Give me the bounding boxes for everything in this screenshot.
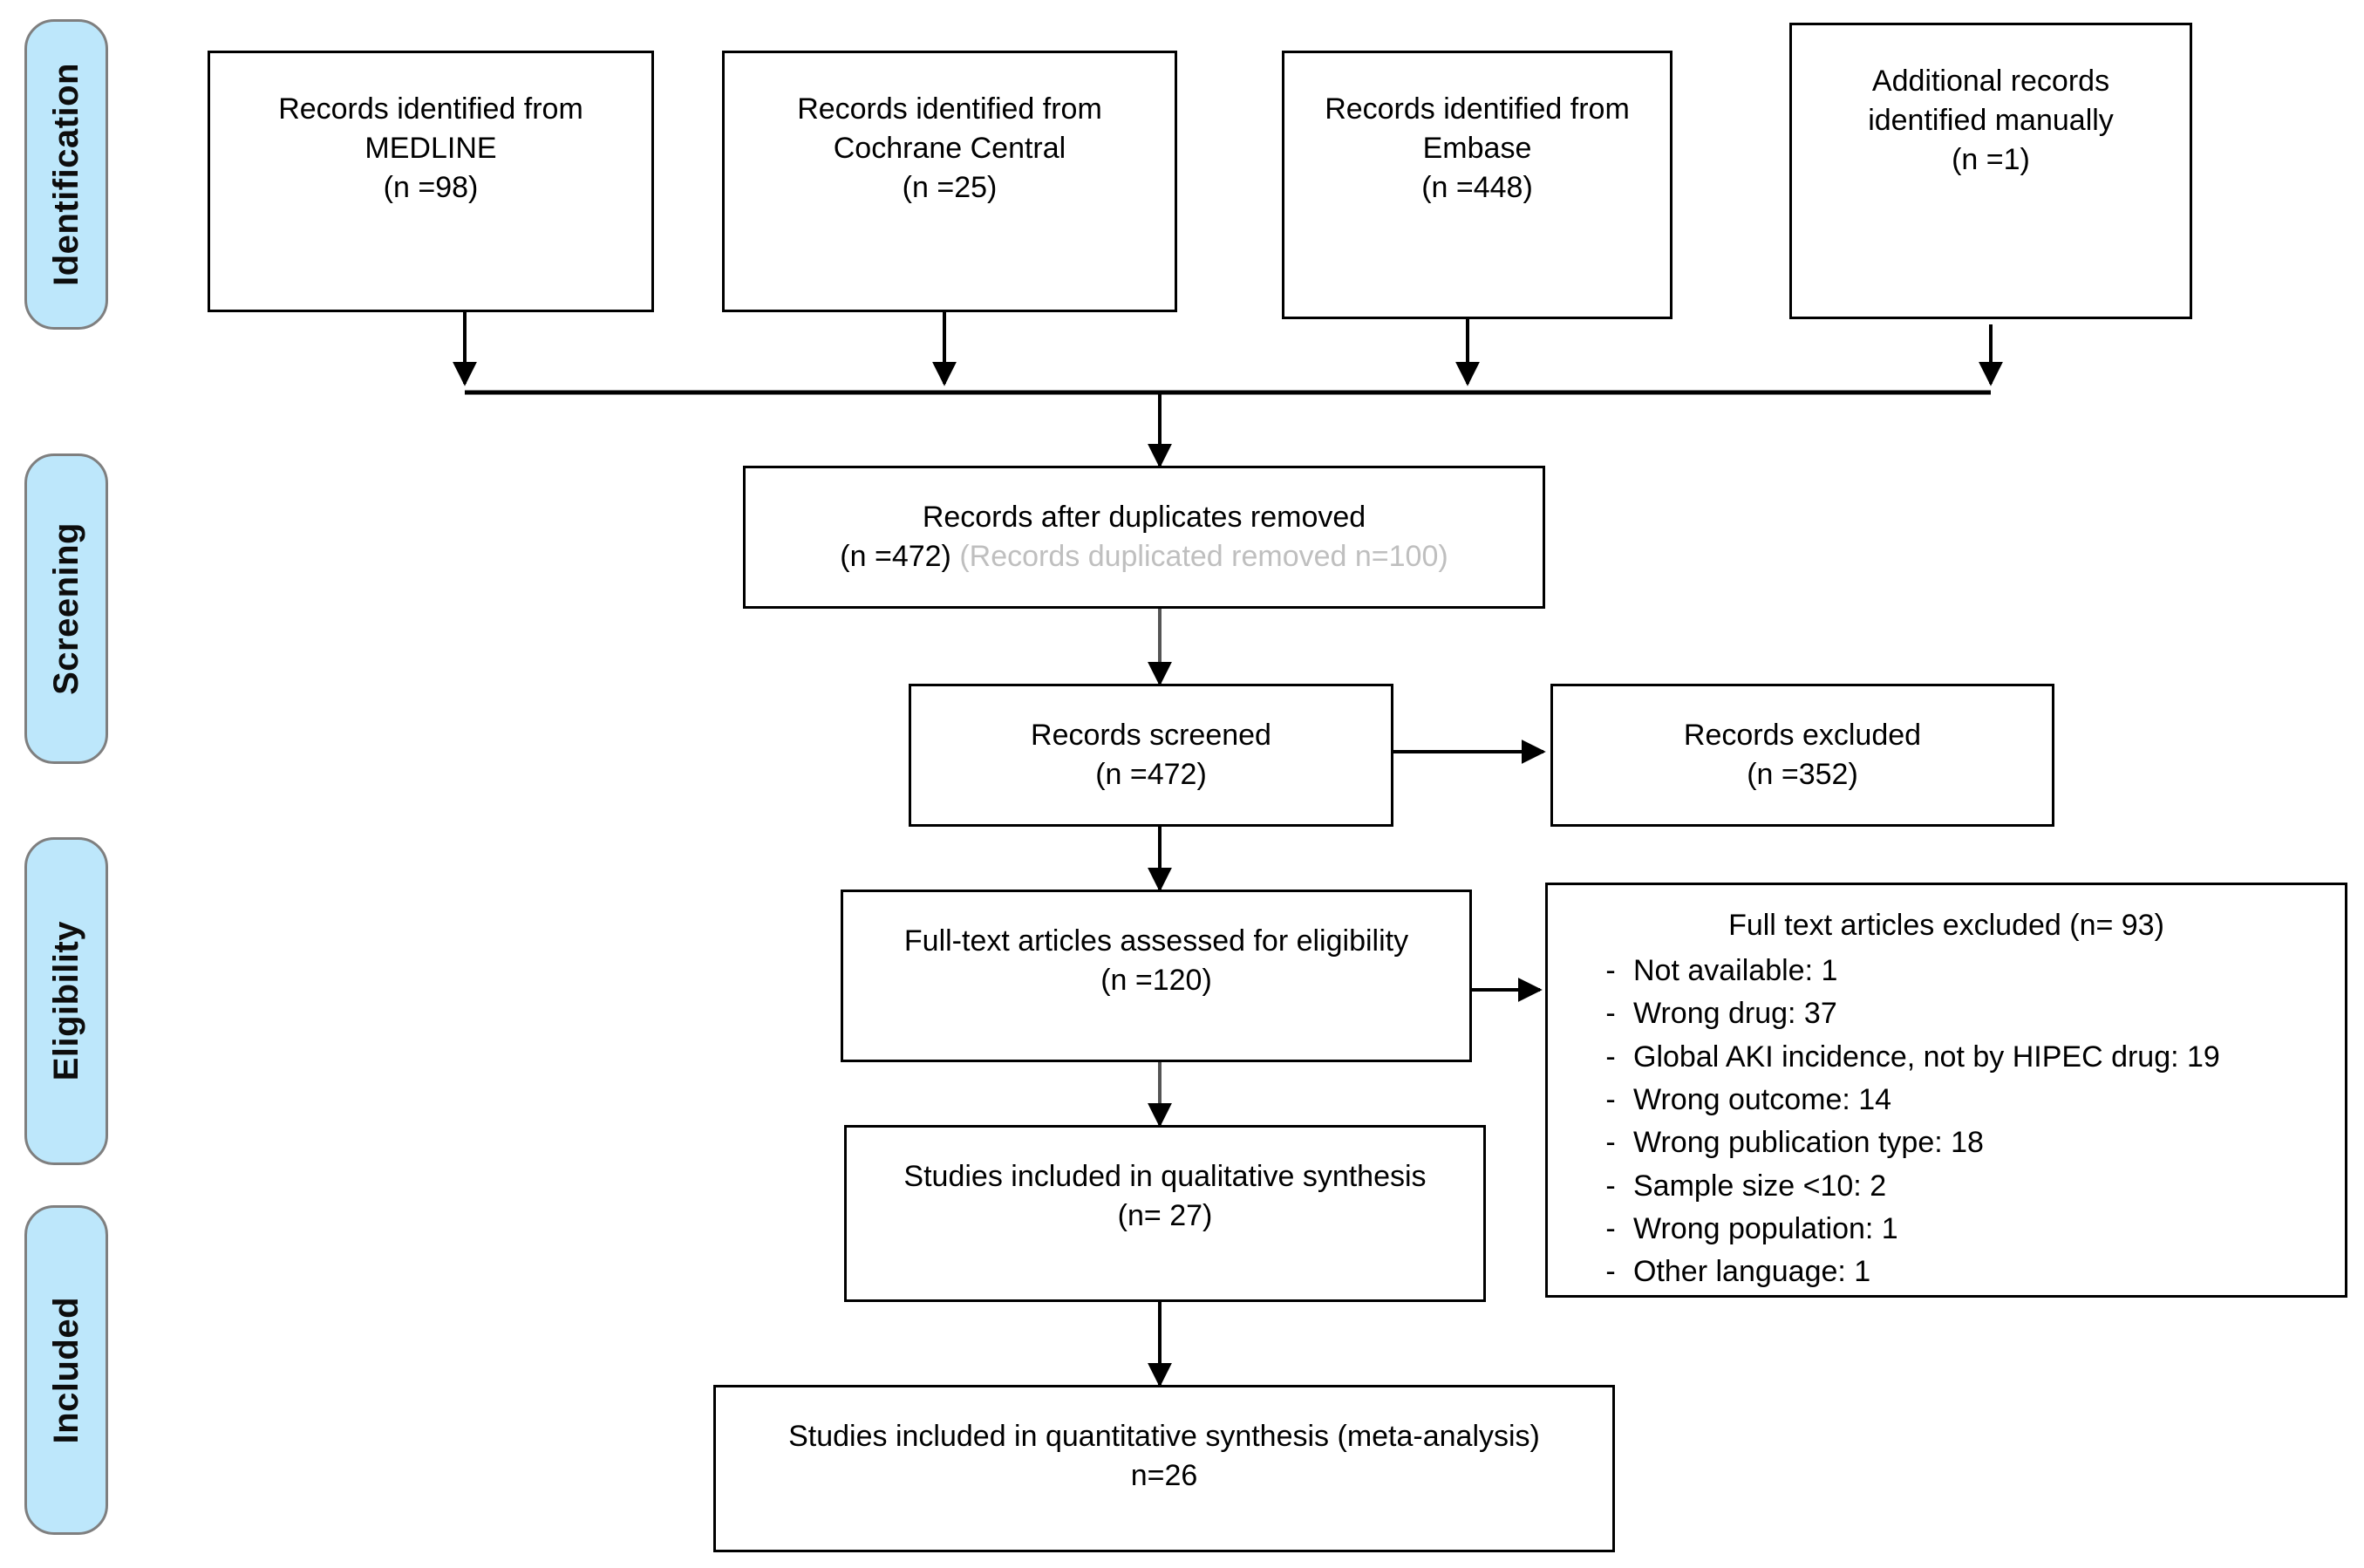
records-excluded-title: Records excluded xyxy=(1683,719,1922,752)
list-item: - Wrong publication type: 18 xyxy=(1588,1121,2329,1164)
stage-tab-identification: Identification xyxy=(24,19,108,330)
fulltext-assessed-count: (n =120) xyxy=(1100,963,1212,997)
reason-text: Sample size <10: 2 xyxy=(1633,1169,1887,1203)
bullet-dash: - xyxy=(1605,1211,1616,1245)
source-box-manual: Additional records identified manually (… xyxy=(1789,23,2192,319)
source-line-2: identified manually xyxy=(1868,103,2114,137)
source-line-2: Embase xyxy=(1422,131,1532,165)
list-item: - Wrong population: 1 xyxy=(1588,1208,2329,1251)
records-screened-title: Records screened xyxy=(1031,719,1271,752)
duplicates-title: Records after duplicates removed xyxy=(922,501,1366,534)
source-count: (n =98) xyxy=(383,170,479,204)
bullet-dash: - xyxy=(1605,1169,1616,1203)
fulltext-excluded-title: Full text articles excluded (n= 93) xyxy=(1728,909,2164,942)
source-box-cochrane: Records identified from Cochrane Central… xyxy=(722,51,1177,312)
bullet-dash: - xyxy=(1605,954,1616,988)
list-item: - Not available: 1 xyxy=(1588,950,2329,992)
source-line-1: Records identified from xyxy=(797,92,1102,126)
reason-text: Other language: 1 xyxy=(1633,1255,1871,1289)
list-item: - Global AKI incidence, not by HIPEC dru… xyxy=(1588,1036,2329,1079)
quantitative-synthesis-box: Studies included in quantitative synthes… xyxy=(713,1385,1615,1552)
source-line-2: MEDLINE xyxy=(364,131,497,165)
duplicates-count-row: (n =472) (Records duplicated removed n=1… xyxy=(840,537,1448,576)
qualitative-synthesis-box: Studies included in qualitative synthesi… xyxy=(844,1125,1486,1302)
source-line-1: Additional records xyxy=(1871,65,2110,98)
qualitative-title: Studies included in qualitative synthesi… xyxy=(903,1160,1427,1193)
source-box-medline: Records identified from MEDLINE (n =98) xyxy=(208,51,654,312)
reason-text: Wrong drug: 37 xyxy=(1633,997,1837,1031)
bullet-dash: - xyxy=(1605,1255,1616,1289)
list-item: - Sample size <10: 2 xyxy=(1588,1165,2329,1208)
list-item: - Other language: 1 xyxy=(1588,1251,2329,1293)
stage-tab-label: Identification xyxy=(47,63,85,286)
fulltext-excluded-box: Full text articles excluded (n= 93) - No… xyxy=(1545,883,2347,1298)
stage-tab-label: Included xyxy=(47,1296,85,1444)
records-excluded-box: Records excluded (n =352) xyxy=(1550,684,2054,827)
bullet-dash: - xyxy=(1605,1083,1616,1117)
reason-text: Global AKI incidence, not by HIPEC drug:… xyxy=(1633,1040,2220,1074)
source-line-1: Records identified from xyxy=(278,92,583,126)
duplicates-note: (Records duplicated removed n=100) xyxy=(959,539,1448,573)
qualitative-count: (n= 27) xyxy=(1117,1198,1213,1232)
quantitative-title: Studies included in quantitative synthes… xyxy=(788,1420,1540,1453)
list-item: - Wrong outcome: 14 xyxy=(1588,1079,2329,1121)
list-item: - Wrong drug: 37 xyxy=(1588,992,2329,1035)
quantitative-count: n=26 xyxy=(1130,1458,1198,1492)
bullet-dash: - xyxy=(1605,1126,1616,1160)
source-count: (n =25) xyxy=(902,170,998,204)
reason-text: Not available: 1 xyxy=(1633,954,1838,988)
records-screened-count: (n =472) xyxy=(1095,757,1207,791)
source-line-2: Cochrane Central xyxy=(833,131,1066,165)
fulltext-assessed-box: Full-text articles assessed for eligibil… xyxy=(841,890,1472,1062)
stage-tab-label: Screening xyxy=(47,522,85,695)
source-count: (n =448) xyxy=(1421,170,1533,204)
stage-tab-label: Eligibility xyxy=(47,921,85,1081)
source-line-1: Records identified from xyxy=(1325,92,1630,126)
stage-tab-included: Included xyxy=(24,1205,108,1535)
fulltext-excluded-reason-list: - Not available: 1 - Wrong drug: 37 - Gl… xyxy=(1564,950,2329,1293)
duplicates-removed-box: Records after duplicates removed (n =472… xyxy=(743,466,1545,609)
source-count: (n =1) xyxy=(1952,142,2030,176)
reason-text: Wrong publication type: 18 xyxy=(1633,1126,1984,1160)
fulltext-assessed-title: Full-text articles assessed for eligibil… xyxy=(903,924,1409,958)
stage-tab-eligibility: Eligibility xyxy=(24,837,108,1165)
bullet-dash: - xyxy=(1605,1040,1616,1074)
records-excluded-count: (n =352) xyxy=(1747,757,1858,791)
source-box-embase: Records identified from Embase (n =448) xyxy=(1282,51,1673,319)
bullet-dash: - xyxy=(1605,997,1616,1031)
reason-text: Wrong outcome: 14 xyxy=(1633,1083,1892,1117)
duplicates-count: (n =472) xyxy=(840,539,951,573)
stage-tab-screening: Screening xyxy=(24,453,108,764)
reason-text: Wrong population: 1 xyxy=(1633,1211,1898,1245)
records-screened-box: Records screened (n =472) xyxy=(909,684,1393,827)
